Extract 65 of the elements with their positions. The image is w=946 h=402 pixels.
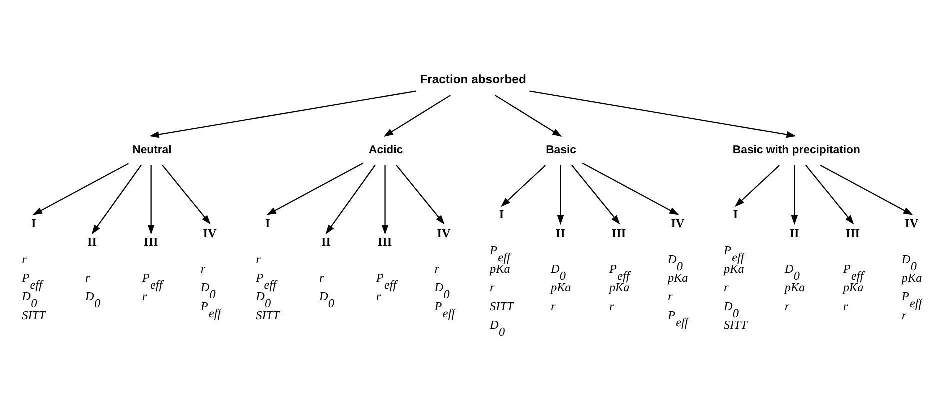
node-text: I [32,216,36,230]
arrow [396,164,445,224]
arrow [530,90,796,138]
node-text: III [144,234,158,249]
node-text: IV [905,216,919,230]
arrow [806,164,854,224]
arrow [557,164,564,225]
arrow [791,164,798,225]
arrow [384,94,451,137]
node-label: r [609,298,614,313]
arrow [500,164,546,207]
node-text: IV [203,226,217,240]
node-label: r [319,270,324,284]
node-text: Acidic [369,144,404,156]
node-label: r [376,289,382,304]
arrow [582,162,680,215]
arrow [820,164,914,215]
node-label: r [434,261,440,276]
node-text: III [612,226,626,240]
arrow [150,90,416,138]
node-label: SITT [724,318,748,332]
node-text: II [790,226,800,240]
node-label: pKa [784,280,806,294]
node-label: r [843,298,848,313]
node-label: pKa [550,280,572,294]
arrow [326,164,376,234]
node-label: r [22,252,27,266]
node-label: r [902,308,907,322]
node-label: r [200,261,206,276]
node-label: r [142,289,148,304]
node-label: r [490,280,495,294]
node-text: III [846,226,860,240]
node-label: r [784,298,790,313]
node-text: III [378,234,392,249]
arrow [148,164,155,234]
node-text: Basic with precipitation [732,144,860,156]
node-label: SITT [490,298,514,313]
node-label: pKa [668,270,688,284]
node-label: r [86,270,90,284]
node-label: pKa [902,270,922,284]
node-label: r [668,289,673,304]
node-text: Neutral [132,144,172,156]
arrow [382,164,389,234]
node-text: IV [437,226,451,240]
arrow [495,94,562,137]
arrow [162,164,211,224]
node-text: Fraction absorbed [420,72,526,86]
node-label: r [256,252,261,266]
node-text: II [556,226,566,240]
node-text: I [499,207,504,222]
node-label: SITT [22,308,46,322]
node-text: IV [671,216,685,230]
arrow [734,164,780,207]
node-text: Basic [546,144,576,156]
node-text: II [88,234,98,249]
node-label: SITT [256,308,280,322]
arrow [92,164,142,234]
node-text: I [733,207,738,222]
node-text: I [265,216,270,230]
node-text: II [322,234,331,249]
arrow [266,162,364,215]
arrow [572,164,620,224]
arrow [32,162,130,215]
node-label: r [550,298,556,313]
node-label: r [724,280,729,294]
